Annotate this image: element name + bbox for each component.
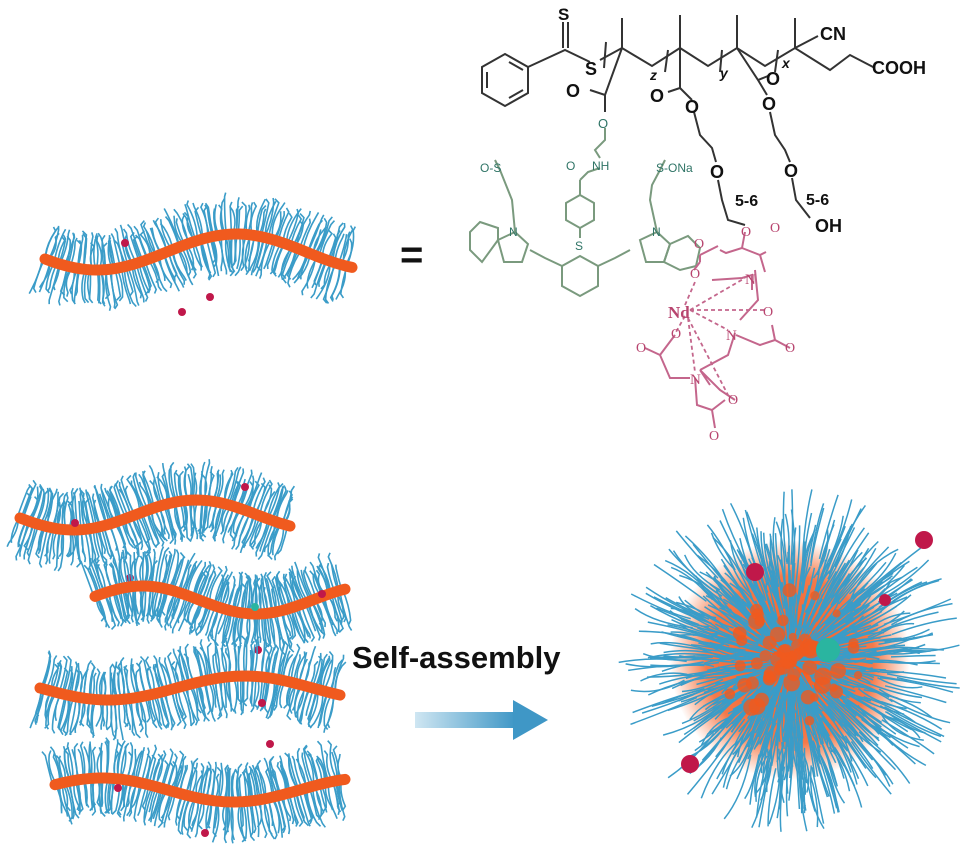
chelate-o: O	[671, 327, 681, 342]
dye-s: S	[575, 239, 583, 253]
chelate-o: O	[636, 341, 646, 356]
chelate-n1: N	[745, 272, 756, 288]
dye-amide-o: O	[566, 159, 575, 173]
metal-dot	[71, 519, 79, 527]
metal-dot	[251, 603, 259, 611]
dye-dot	[816, 638, 840, 662]
polymer-core	[89, 580, 351, 620]
chelate-o: O	[694, 237, 704, 252]
polymer-core	[14, 494, 296, 536]
peg2-o2: O	[784, 161, 798, 181]
metal-dot	[258, 699, 266, 707]
metal-dot	[266, 740, 274, 748]
metal-dot	[915, 531, 933, 549]
metal-dot	[121, 239, 129, 247]
equals-sign: =	[400, 233, 423, 277]
chelate-n2: N	[726, 328, 737, 344]
polymer-worm	[28, 192, 358, 316]
metal-dot	[681, 755, 699, 773]
chelate-nd: Nd	[668, 303, 690, 322]
chelate-o: O	[763, 305, 773, 320]
oh-label: OH	[815, 216, 842, 236]
peg1-o2: O	[710, 162, 724, 182]
polymer-core	[49, 772, 351, 808]
peg2-repeat: 5-6	[806, 192, 829, 209]
self-assembly-label: Self-assembly	[352, 640, 561, 675]
self-assembly-arrow	[415, 700, 548, 740]
polymer-core	[39, 228, 358, 276]
peg1-o1: O	[685, 97, 699, 117]
chemical-structure: S S CN COOH z y x O O O O 5-6 O O O 5-6 …	[469, 5, 926, 444]
chelate-o: O	[728, 393, 738, 408]
metal-dot	[879, 594, 891, 606]
metal-dot	[746, 563, 764, 581]
peg1-carbonyl-o: O	[650, 86, 664, 106]
metal-dot	[201, 829, 209, 837]
chelate-o: O	[690, 267, 700, 282]
chain-s-label: S	[585, 59, 597, 79]
polymer-core	[34, 670, 346, 706]
chelate-o: O	[785, 341, 795, 356]
peg2-carbonyl-o: O	[766, 69, 780, 89]
peg2-o1: O	[762, 94, 776, 114]
subscript-z: z	[649, 67, 657, 83]
metal-dot	[318, 590, 326, 598]
benzene-ring	[481, 52, 529, 108]
cn-label: CN	[820, 24, 846, 44]
dye-nh: NH	[592, 159, 609, 173]
subscript-x: x	[781, 55, 791, 71]
subscript-y: y	[719, 65, 729, 81]
peg1-repeat: 5-6	[735, 193, 758, 210]
polymer-worm	[6, 459, 296, 582]
carbonyl-o-label: O	[566, 81, 580, 101]
metal-dot	[178, 308, 186, 316]
chelate-o: O	[741, 225, 751, 240]
metal-dot	[114, 784, 122, 792]
metal-dot	[241, 483, 249, 491]
dye-sulfonate-right: S-ONa	[656, 161, 693, 175]
chelate-o: O	[770, 221, 780, 236]
polymer-worms	[6, 192, 358, 844]
metal-dot	[206, 293, 214, 301]
polymer-worm	[77, 546, 353, 654]
dye-sulfonate-left: O-S	[480, 161, 501, 175]
dye-link-o: O	[598, 116, 608, 131]
cooh-label: COOH	[872, 58, 926, 78]
polymer-worm	[29, 633, 347, 748]
thio-s-label: S	[558, 5, 569, 24]
metal-dot	[254, 646, 262, 654]
dye-n-left: N	[509, 225, 518, 239]
dye-n-right: N	[652, 225, 661, 239]
chelate-o: O	[709, 429, 719, 444]
self-assembled-micelle	[618, 489, 960, 832]
chelate-n3: N	[690, 372, 701, 388]
polymer-worm	[41, 737, 351, 844]
